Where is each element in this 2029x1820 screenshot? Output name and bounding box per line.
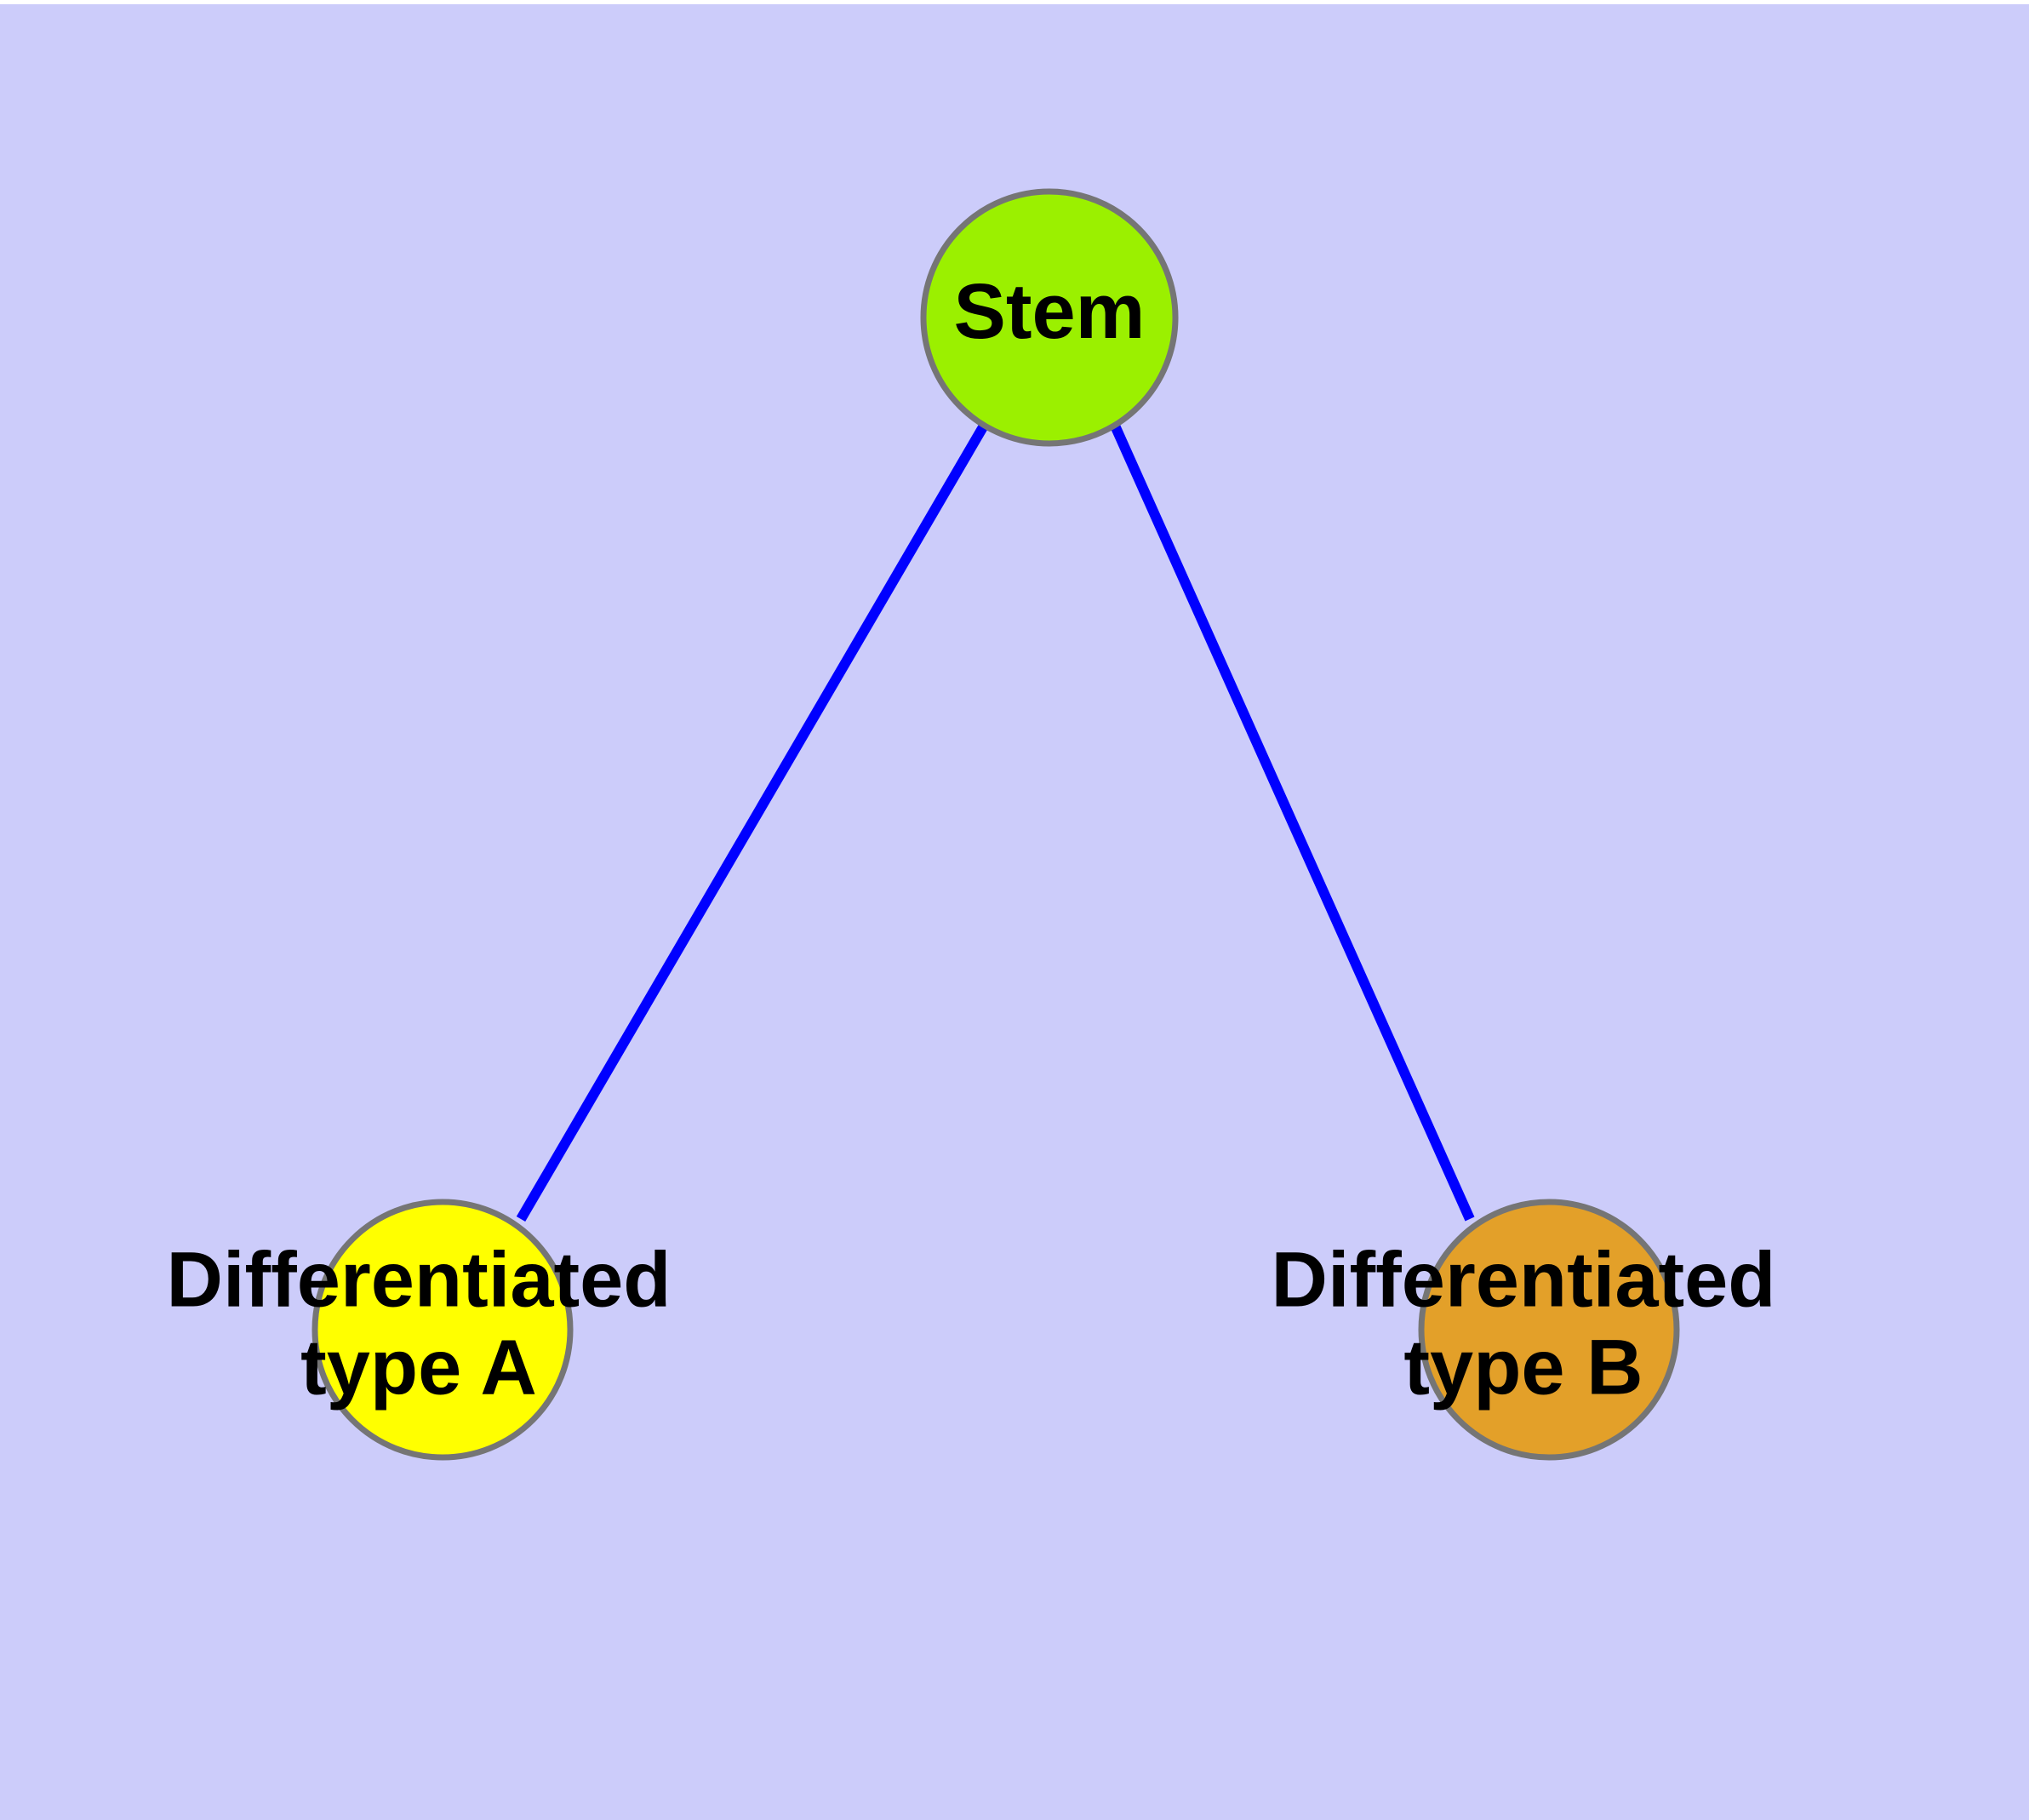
graph-node-label-line: Stem bbox=[954, 268, 1146, 355]
graph-edge-stem-to-diff-a bbox=[516, 422, 989, 1222]
edges-layer bbox=[516, 422, 1475, 1222]
nodes-layer bbox=[311, 188, 1680, 1461]
graph-node-diff-a[interactable] bbox=[311, 1199, 574, 1461]
graph-node-label-line: Differentiated bbox=[167, 1237, 672, 1324]
graph-node-diff-b[interactable] bbox=[1418, 1199, 1680, 1461]
graph-node-label-line: type A bbox=[300, 1325, 537, 1411]
graph-node-label-stem: Stem bbox=[954, 268, 1146, 355]
graph-node-label-line: Differentiated bbox=[1272, 1237, 1776, 1324]
graph-edge-stem-to-diff-b bbox=[1110, 423, 1475, 1222]
graph-node-label-line: type B bbox=[1403, 1325, 1643, 1411]
graph-node-stem[interactable] bbox=[920, 188, 1179, 447]
